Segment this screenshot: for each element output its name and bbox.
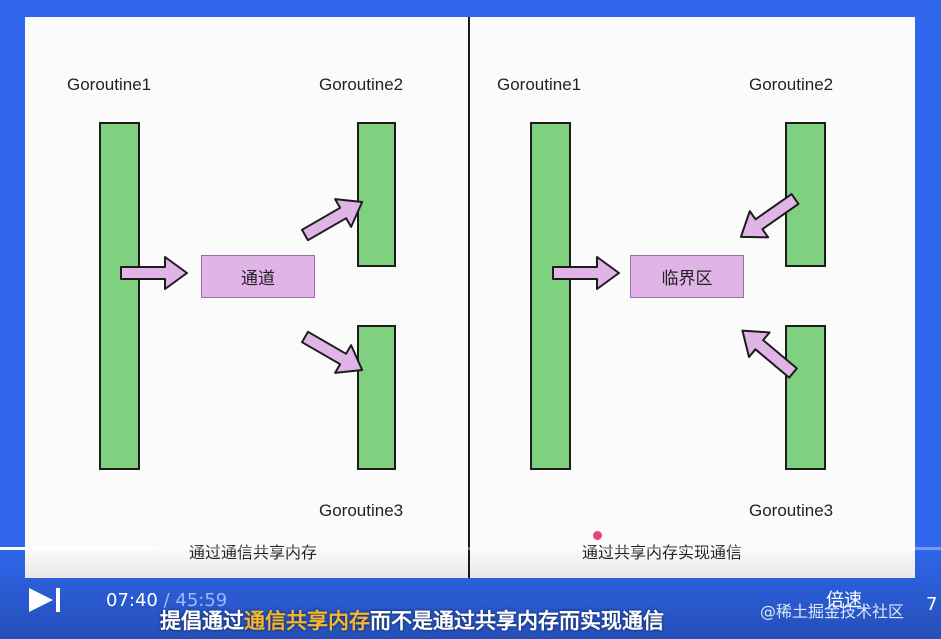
- critical-section-box-label: 临界区: [661, 269, 713, 289]
- panel-divider: [468, 17, 470, 578]
- subtitle-before: 提倡通过: [160, 609, 244, 633]
- goroutine3-bar-left: [357, 325, 396, 470]
- play-next-button[interactable]: [27, 585, 63, 615]
- arrows-layer: [120, 184, 806, 387]
- current-time: 07:40: [106, 590, 158, 611]
- arrow-to-goroutine2: [296, 187, 372, 250]
- goroutine2-label-right: Goroutine2: [749, 75, 834, 94]
- progress-bar[interactable]: [0, 547, 941, 550]
- watermark-number: 7: [926, 594, 938, 615]
- channel-box-label: 通道: [241, 269, 275, 289]
- duration: 45:59: [175, 590, 228, 611]
- goroutine2-label-left: Goroutine2: [319, 75, 404, 94]
- time-display: 07:40 / 45:59: [106, 590, 227, 611]
- goroutine2-bar-left: [357, 122, 396, 267]
- goroutine3-label-left: Goroutine3: [319, 501, 404, 520]
- arrow-g1-to-critical: [552, 256, 620, 290]
- playback-speed-button[interactable]: 倍速: [826, 590, 862, 611]
- slide: Goroutine1 Goroutine2 Goroutine3 通道 通过通信…: [25, 17, 915, 578]
- play-next-icon: [29, 588, 60, 612]
- time-separator: /: [157, 590, 176, 611]
- goroutine2-bar-right: [785, 122, 826, 267]
- subtitle-after: 而不是通过共享内存而实现通信: [370, 609, 664, 633]
- critical-section-box: 临界区: [630, 255, 744, 298]
- left-caption: 通过通信共享内存: [189, 539, 317, 563]
- subtitle: 提倡通过通信共享内存而不是通过共享内存而实现通信: [160, 605, 664, 635]
- arrow-to-channel: [120, 256, 188, 290]
- subtitle-highlight: 通信共享内存: [244, 609, 370, 633]
- goroutine1-label-left: Goroutine1: [67, 75, 152, 94]
- goroutine3-bar-right: [785, 325, 826, 470]
- channel-box: 通道: [201, 255, 315, 298]
- right-caption: 通过共享内存实现通信: [582, 539, 742, 563]
- arrow-g2-to-critical: [730, 184, 806, 251]
- arrow-g3-to-critical: [731, 317, 805, 387]
- cursor-dot: [593, 531, 602, 540]
- goroutine1-bar-right: [530, 122, 571, 470]
- goroutine1-label-right: Goroutine1: [497, 75, 582, 94]
- progress-bar-fill: [0, 547, 158, 550]
- player-overlay: [0, 547, 941, 639]
- goroutine1-bar-left: [99, 122, 140, 470]
- goroutine3-label-right: Goroutine3: [749, 501, 834, 520]
- arrow-to-goroutine3: [296, 322, 372, 385]
- watermark: @稀土掘金技术社区: [760, 602, 905, 621]
